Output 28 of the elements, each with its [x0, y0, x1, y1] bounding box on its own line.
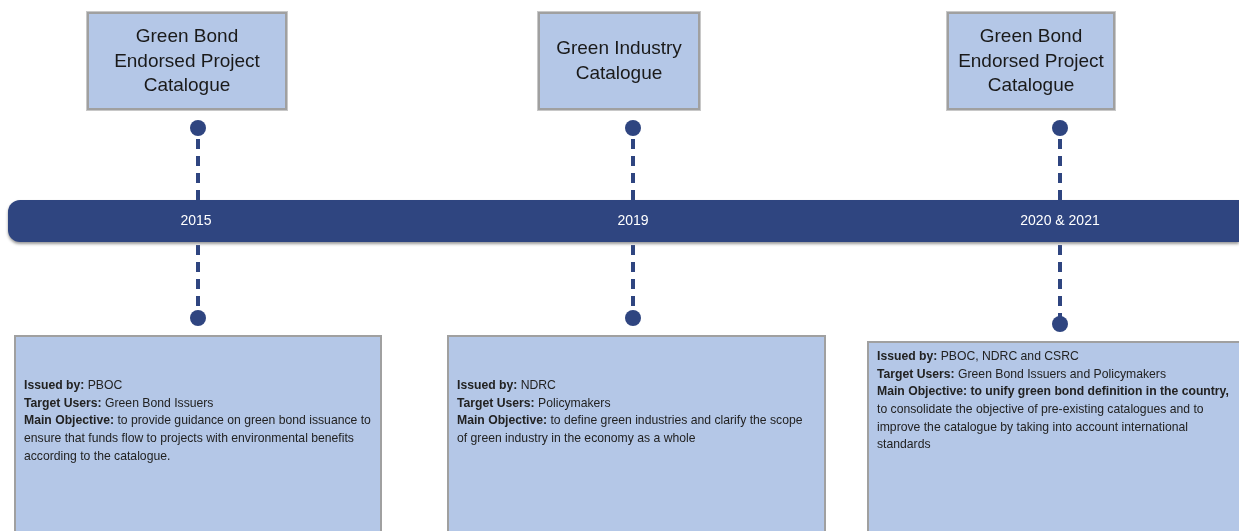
info-text: Issued by: PBOC, NDRC and CSRC — [877, 348, 1080, 365]
year-label: 2015 — [180, 212, 212, 228]
dashed-connector — [190, 120, 206, 200]
catalogue-title: Green Bond Endorsed Project Catalogue — [957, 23, 1105, 98]
info-text: Main Objective: to provide guidance on green bond issuance to ensure that funds flow to projects with environmental benefits according to the catalogue. — [24, 412, 372, 465]
dashed-connector — [625, 120, 641, 200]
info-text: Main Objective: to unify green bond definition in the country, to consolidate the objective of pre-existing catalogues and to improve the catalogue by taking into account international standards — [877, 383, 1230, 454]
timeline-bar — [8, 200, 1239, 242]
info-text: Main Objective: to define green industries and clarify the scope of green industry in the economy as a whole — [457, 412, 804, 448]
catalogue-box — [947, 12, 1115, 110]
dashed-connector — [1052, 120, 1068, 200]
info-text: Issued by: NDRC — [457, 377, 557, 394]
info-text: Target Users: Green Bond Issuers — [24, 394, 215, 412]
info-text: Issued by: PBOC — [24, 377, 124, 394]
dashed-connector — [1052, 245, 1068, 332]
info-text: Target Users: Policymakers — [457, 394, 612, 412]
info-box — [14, 335, 382, 531]
catalogue-title: Green Bond Endorsed Project Catalogue — [113, 23, 261, 98]
catalogue-box — [538, 12, 700, 110]
info-box — [447, 335, 826, 531]
catalogue-box — [87, 12, 287, 110]
info-box — [867, 341, 1239, 531]
dashed-connector — [625, 245, 641, 326]
info-text: Target Users: Green Bond Issuers and Policymakers — [877, 365, 1168, 383]
year-label: 2020 & 2021 — [1020, 212, 1100, 228]
dashed-connector — [190, 245, 206, 326]
catalogue-title: Green Industry Catalogue — [555, 36, 683, 85]
year-label: 2019 — [617, 212, 649, 228]
